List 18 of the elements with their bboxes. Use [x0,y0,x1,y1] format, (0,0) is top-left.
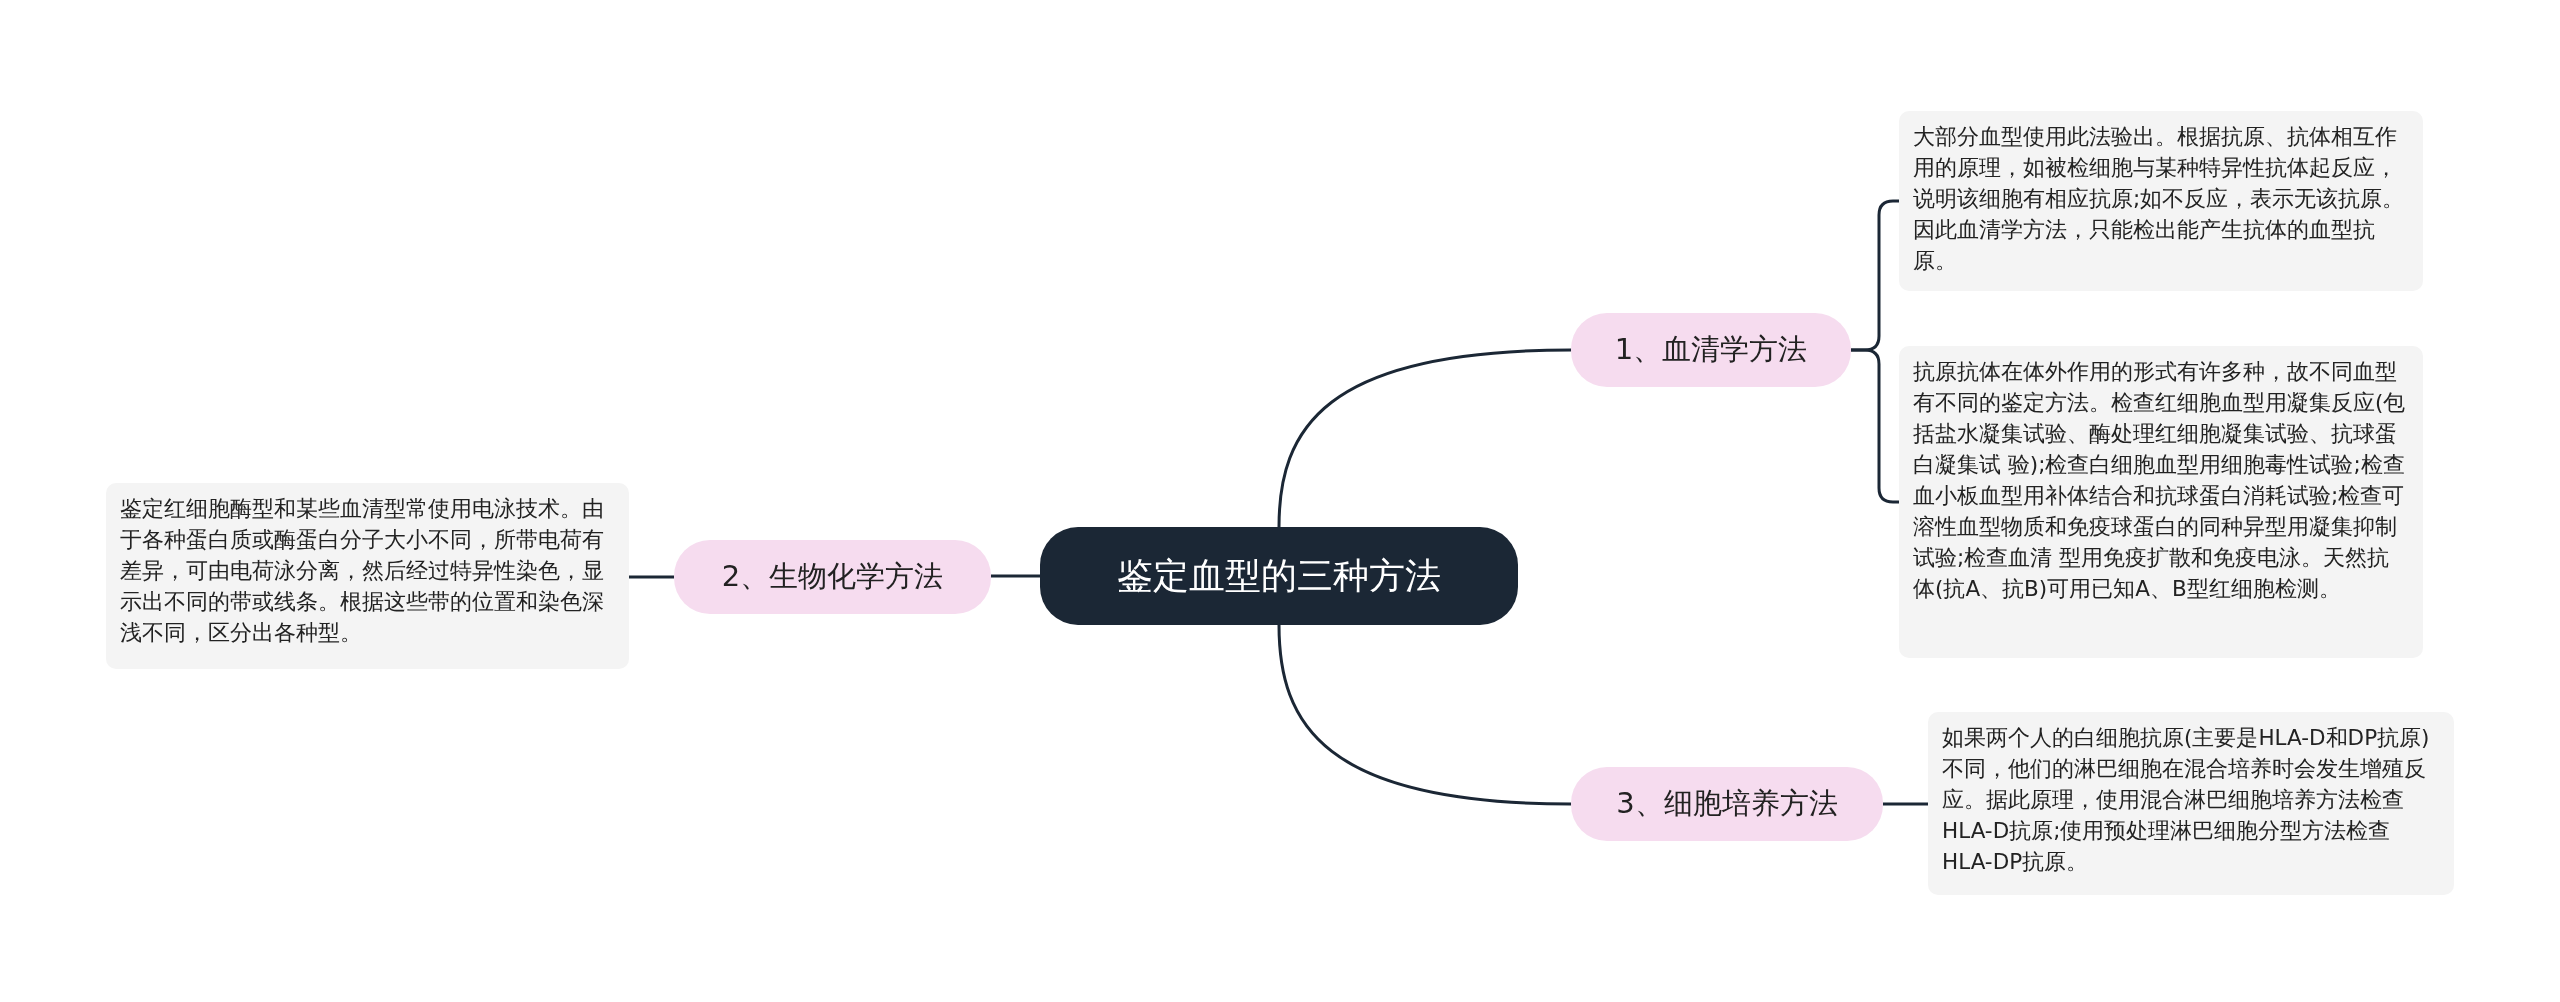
note-card [106,483,629,669]
topic-text: 鉴定血型的三种方法 [1117,553,1441,598]
note-text: 如果两个人的白细胞抗原(主要是HLA-D和DP抗原)不同，他们的淋巴细胞在混合培养时会发生增殖反应。据此原理，使用混合淋巴细胞培养方法检查HLA-D抗原;使用预处理淋巴细胞分型方法检查HLA-DP抗原。 [1942,724,2431,876]
note-card [1928,712,2454,895]
note-text: 抗原抗体在体外作用的形式有许多种，故不同血型有不同的鉴定方法。检查红细胞血型用凝集反应(包括盐水凝集试验、酶处理红细胞凝集试验、抗球蛋白凝集试 验);检查白细胞血型用细胞毒性试验;检查血小板血型用补体结合和抗球蛋白消耗试验;检查可溶性血型物质和免疫球蛋白的同种异型用凝集抑制试验;检查血清 型用免疫扩散和免疫电泳。天然抗体(抗A、抗B)可用已知A、B型红细胞检测。 [1913,358,2407,603]
connector-line [629,575,674,579]
note-card [1899,346,2423,658]
topic-node [1040,527,1518,625]
connector-line [1277,348,1572,528]
branch-text: 2、生物化学方法 [721,558,944,595]
note-card [1899,111,2423,291]
connector-line [1883,802,1928,806]
branch-text: 1、血清学方法 [1614,331,1808,368]
note-text: 大部分血型使用此法验出。根据抗原、抗体相互作用的原理，如被检细胞与某种特异性抗体起反应，说明该细胞有相应抗原;如不反应，表示无该抗原。因此血清学方法，只能检出能产生抗体的血型抗原。 [1913,123,2406,275]
connector-line [991,574,1040,578]
connector-line [1277,624,1572,806]
note-text: 鉴定红细胞酶型和某些血清型常使用电泳技术。由于各种蛋白质或酶蛋白分子大小不同，所带电荷有差异，可由电荷泳分离，然后经过特异性染色，显示出不同的带或线条。根据这些带的位置和染色深浅不同，区分出各种型。 [120,495,605,647]
branch-text: 3、细胞培养方法 [1616,785,1838,822]
